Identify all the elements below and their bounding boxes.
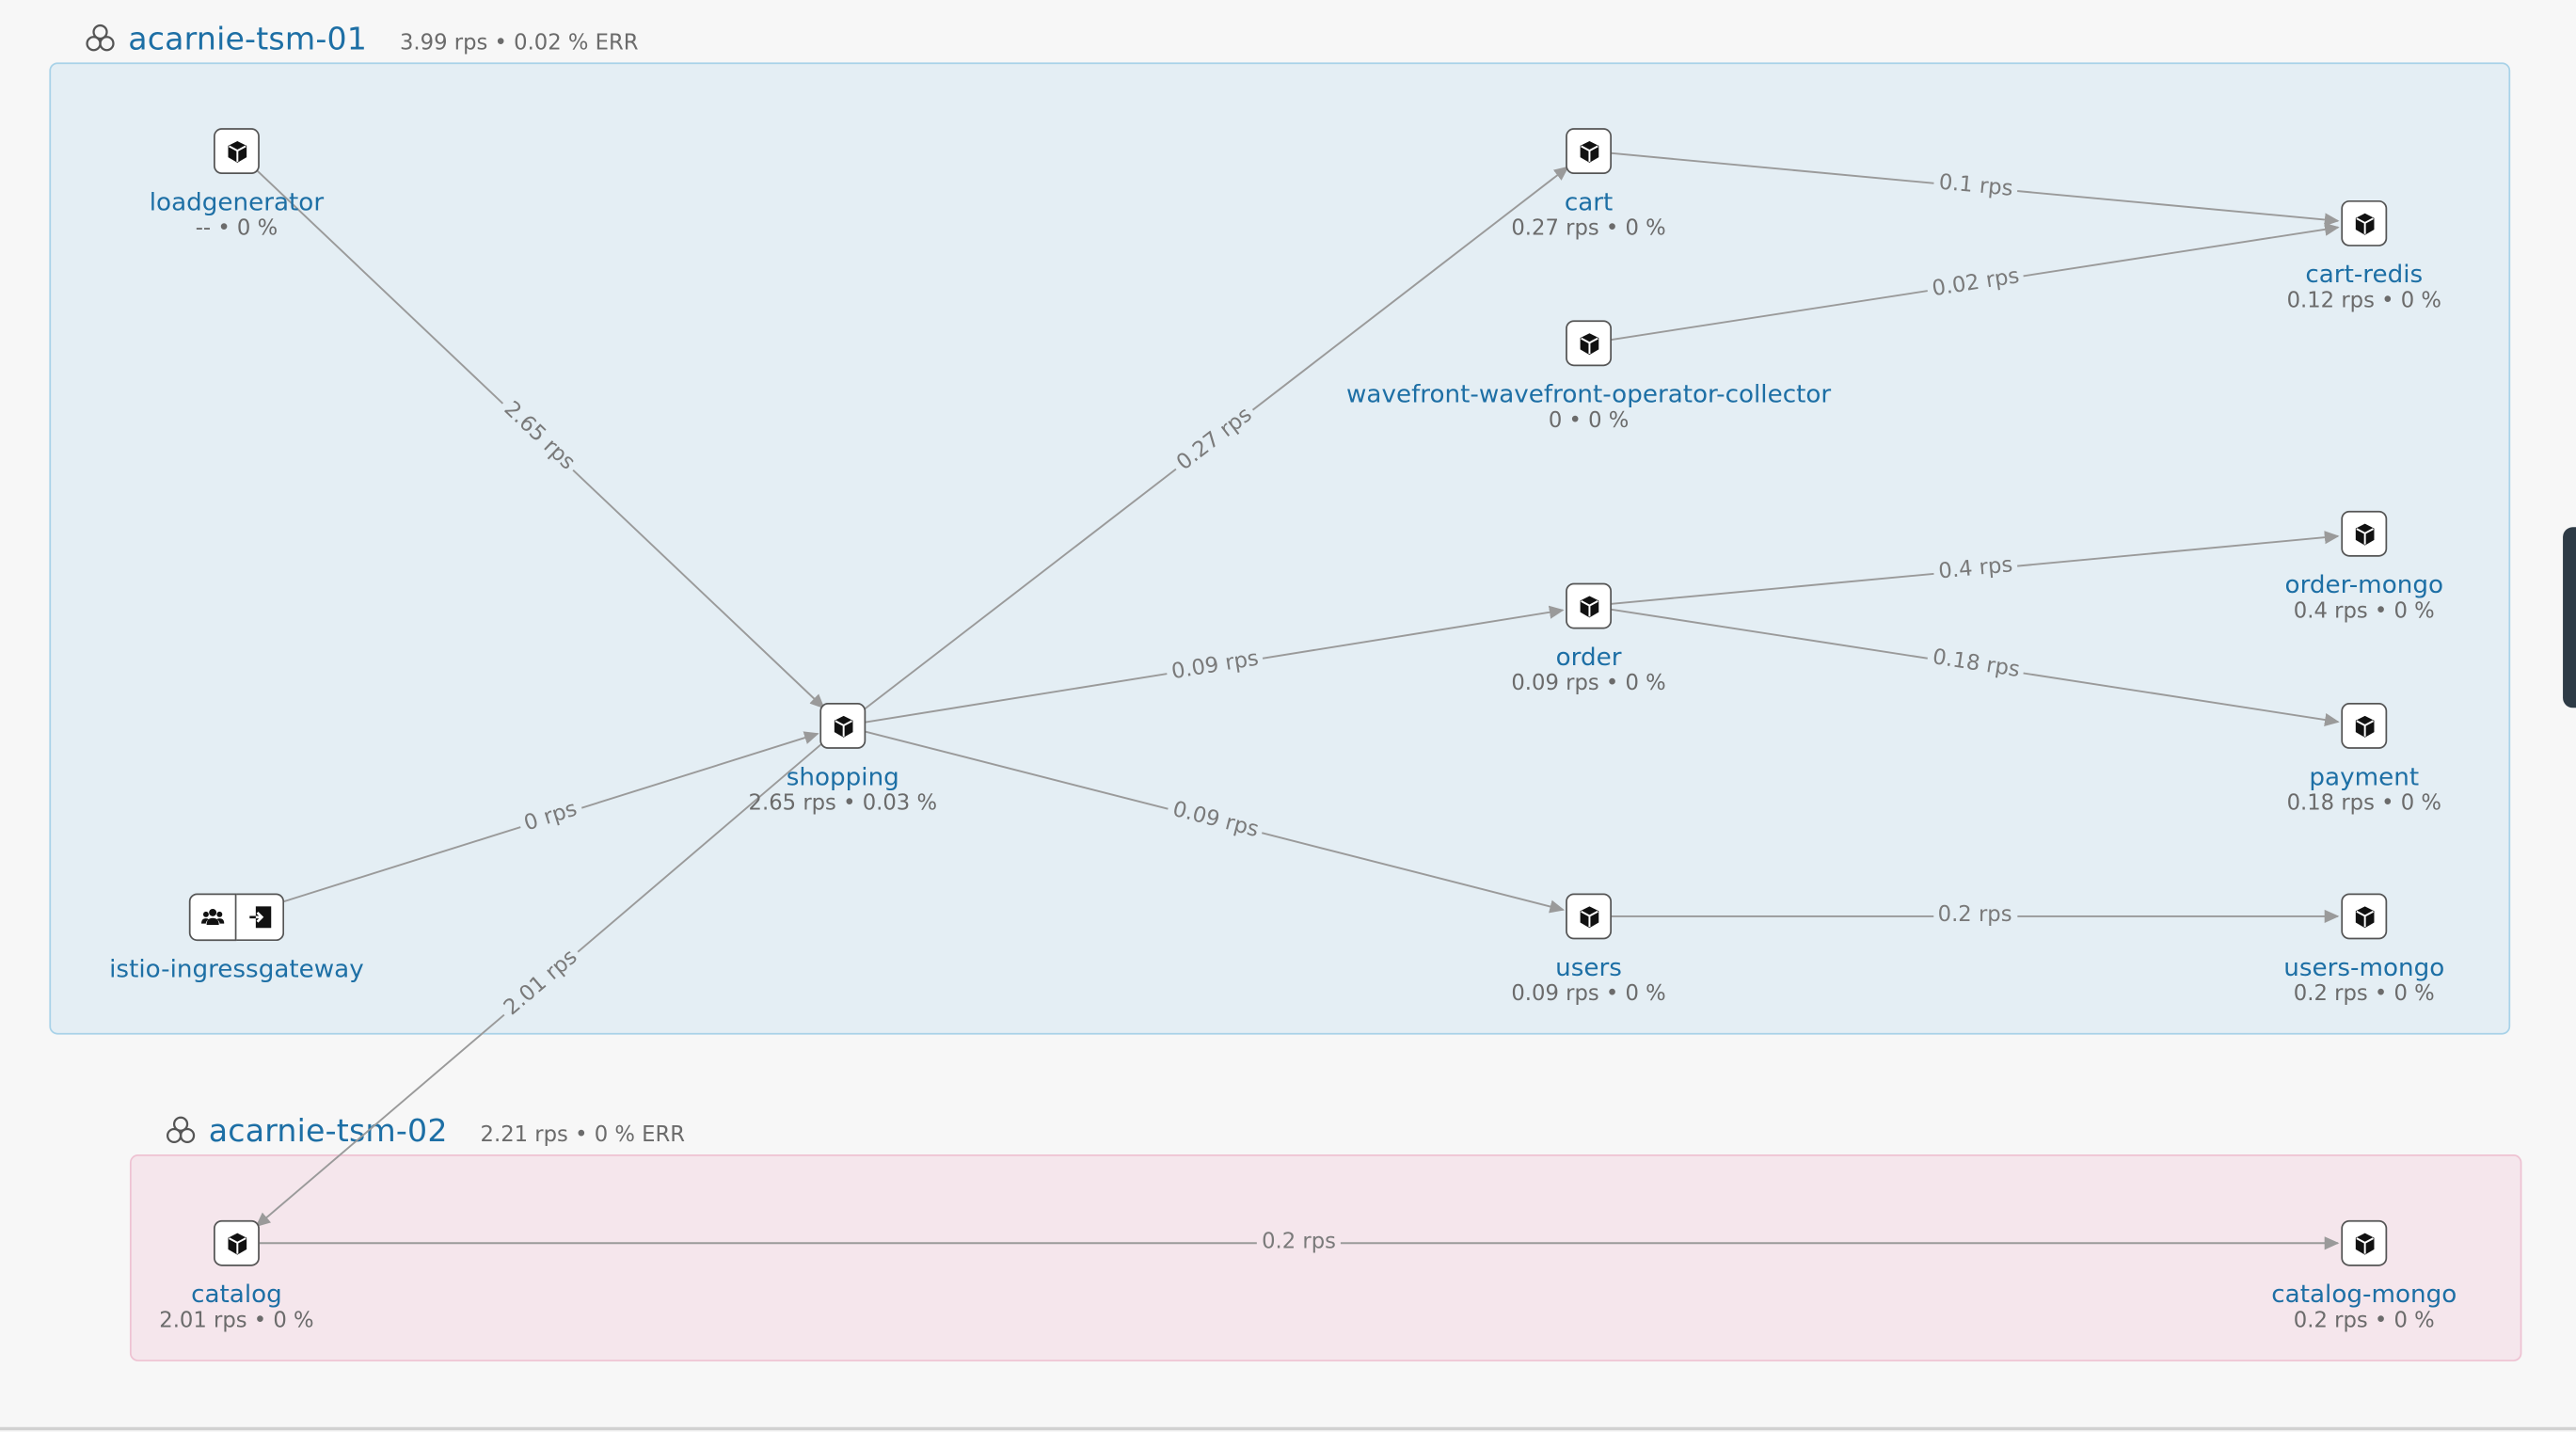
cluster-stats: 3.99 rps • 0.02 % ERR [399,31,639,56]
bottom-divider [0,1426,2576,1431]
cluster-header-acarnie-tsm-01: acarnie-tsm-01 3.99 rps • 0.02 % ERR [86,20,639,57]
node-catalog[interactable]: catalog 2.01 rps • 0 % [0,1219,533,1335]
edge-label: 0.2 rps [1932,902,2017,930]
node-name: shopping [786,761,899,792]
node-catalog-mongo[interactable]: catalog-mongo 0.2 rps • 0 % [2068,1219,2576,1335]
users-icon [188,893,237,942]
gateway-icons [0,893,533,942]
node-name: wavefront-wavefront-operator-collector [1345,379,1832,409]
node-stats: 0.09 rps • 0 % [1511,671,1666,697]
node-istio-ingressgateway[interactable]: istio-ingressgateway [0,893,533,983]
cube-icon [214,128,260,175]
cluster-icon [166,1116,196,1144]
node-name: order [1555,642,1622,672]
node-users[interactable]: users 0.09 rps • 0 % [1293,893,1884,1008]
cube-icon [1566,128,1613,175]
cube-icon [819,703,867,749]
node-stats: 0.12 rps • 0 % [2286,289,2441,314]
cube-icon [1566,320,1613,367]
node-stats: 0.4 rps • 0 % [2293,599,2435,625]
cluster-header-acarnie-tsm-02: acarnie-tsm-02 2.21 rps • 0 % ERR [166,1112,685,1150]
cube-icon [1566,893,1613,940]
cube-icon [2341,893,2388,940]
cluster-name[interactable]: acarnie-tsm-01 [128,21,368,58]
cube-icon [2341,1219,2388,1266]
node-stats: 0 • 0 % [1548,408,1630,434]
node-cart-redis[interactable]: cart-redis 0.12 rps • 0 % [2068,199,2576,315]
node-wavefront-wavefront-operator-collector[interactable]: wavefront-wavefront-operator-collector 0… [1293,320,1884,435]
node-name: cart-redis [2305,259,2424,290]
cluster-stats: 2.21 rps • 0 % ERR [480,1122,686,1149]
node-stats: 0.09 rps • 0 % [1511,981,1666,1007]
cube-icon [2341,510,2388,557]
node-shopping[interactable]: shopping 2.65 rps • 0.03 % [547,703,1138,818]
node-name: users-mongo [2283,952,2445,982]
cluster-box-acarnie-tsm-02 [129,1154,2522,1361]
node-name: istio-ingressgateway [109,954,364,984]
node-order-mongo[interactable]: order-mongo 0.4 rps • 0 % [2068,510,2576,626]
node-users-mongo[interactable]: users-mongo 0.2 rps • 0 % [2068,893,2576,1008]
cube-icon [1566,582,1613,629]
edge-label: 0.2 rps [1256,1230,1342,1257]
node-cart[interactable]: cart 0.27 rps • 0 % [1293,128,1884,243]
node-name: users [1555,952,1622,982]
cluster-name[interactable]: acarnie-tsm-02 [208,1113,448,1150]
node-stats: 0.18 rps • 0 % [2286,791,2441,817]
node-loadgenerator[interactable]: loadgenerator -- • 0 % [0,128,533,243]
node-stats: 2.65 rps • 0.03 % [748,791,938,817]
cluster-icon [86,24,115,52]
node-stats: 2.01 rps • 0 % [159,1309,314,1334]
node-stats: 0.27 rps • 0 % [1511,216,1666,242]
node-name: payment [2309,761,2420,792]
node-order[interactable]: order 0.09 rps • 0 % [1293,582,1884,698]
side-panel-tab[interactable] [2563,527,2576,708]
node-name: cart [1564,186,1614,217]
node-stats: 0.2 rps • 0 % [2293,981,2435,1007]
cube-icon [2341,199,2388,247]
cluster-box-acarnie-tsm-01 [49,62,2511,1035]
cube-icon [214,1219,260,1266]
node-name: order-mongo [2284,569,2443,600]
node-name: catalog [191,1279,282,1310]
node-stats: -- • 0 % [195,216,278,242]
node-stats: 0.2 rps • 0 % [2293,1309,2435,1334]
node-payment[interactable]: payment 0.18 rps • 0 % [2068,703,2576,818]
cube-icon [2341,703,2388,749]
ingress-icon [236,893,285,942]
node-name: loadgenerator [149,186,325,217]
node-name: catalog-mongo [2271,1279,2457,1310]
